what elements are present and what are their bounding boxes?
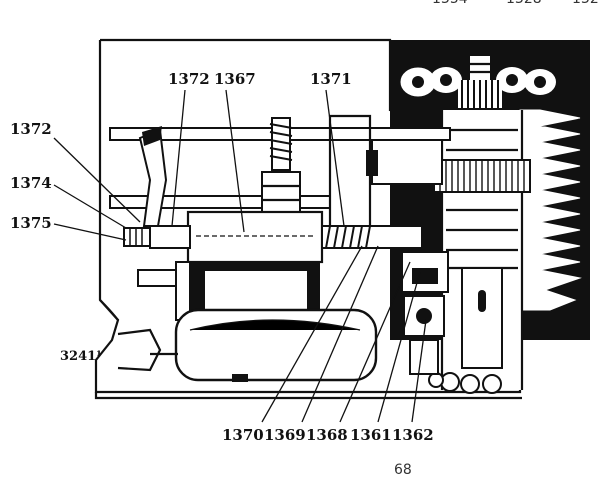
top-cut-number-3: 132: [572, 0, 599, 7]
label-1374: 1374: [10, 174, 52, 192]
figure-code: 3241¹: [60, 349, 102, 364]
label-1367: 1367: [214, 70, 256, 88]
vertical-column: [428, 110, 531, 394]
label-1370: 1370: [222, 426, 264, 444]
lever: [138, 126, 168, 227]
label-1369: 1369: [264, 426, 306, 444]
rotary-head: [400, 56, 556, 108]
bottom-fitting: [117, 328, 248, 382]
motor-body: [137, 261, 378, 382]
spring-adjuster: [261, 117, 301, 221]
leader-lines: [53, 89, 427, 423]
coupling: [401, 251, 449, 375]
page-number: 68: [394, 462, 412, 478]
main-barrel: [123, 210, 423, 264]
top-cut-number-1: 1354: [432, 0, 468, 7]
label-1372-top: 1372: [168, 70, 210, 88]
label-1371: 1371: [310, 70, 352, 88]
label-1361: 1361: [350, 426, 392, 444]
label-1375: 1375: [10, 214, 52, 232]
top-cut-number-2: 1328: [506, 0, 542, 7]
cooling-fins: [519, 109, 582, 311]
label-1372-left: 1372: [10, 120, 52, 138]
label-1368: 1368: [306, 426, 348, 444]
label-1362: 1362: [392, 426, 434, 444]
